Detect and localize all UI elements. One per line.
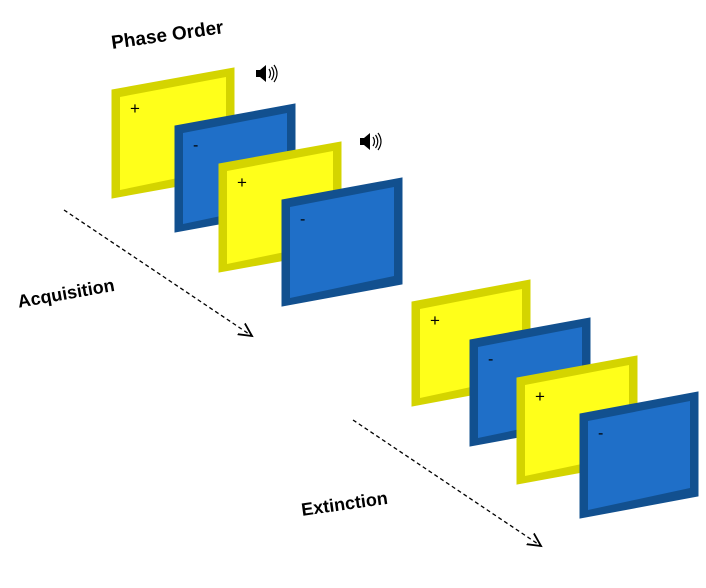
card-bevel	[219, 164, 227, 272]
plus-sign: +	[237, 173, 247, 192]
minus-card: -	[579, 391, 699, 519]
minus-card: -	[281, 177, 403, 307]
minus-sign: -	[598, 425, 603, 442]
minus-sign: -	[488, 351, 493, 368]
speaker-icon	[360, 132, 382, 151]
dashed-arrow	[63, 209, 252, 336]
minus-sign: -	[193, 137, 198, 154]
card-face	[588, 401, 690, 510]
speaker-icon	[256, 64, 278, 83]
card-bevel	[112, 90, 120, 198]
plus-sign: +	[130, 99, 140, 118]
card-bevel	[282, 200, 290, 306]
card-face	[290, 187, 394, 298]
dashed-arrow	[352, 419, 541, 546]
card-bevel	[517, 378, 525, 484]
minus-sign: -	[300, 211, 305, 228]
plus-sign: +	[430, 311, 440, 330]
card-bevel	[175, 126, 183, 232]
card-bevel	[470, 340, 478, 446]
card-bevel	[412, 302, 420, 406]
card-bevel	[580, 414, 588, 518]
plus-sign: +	[535, 387, 545, 406]
